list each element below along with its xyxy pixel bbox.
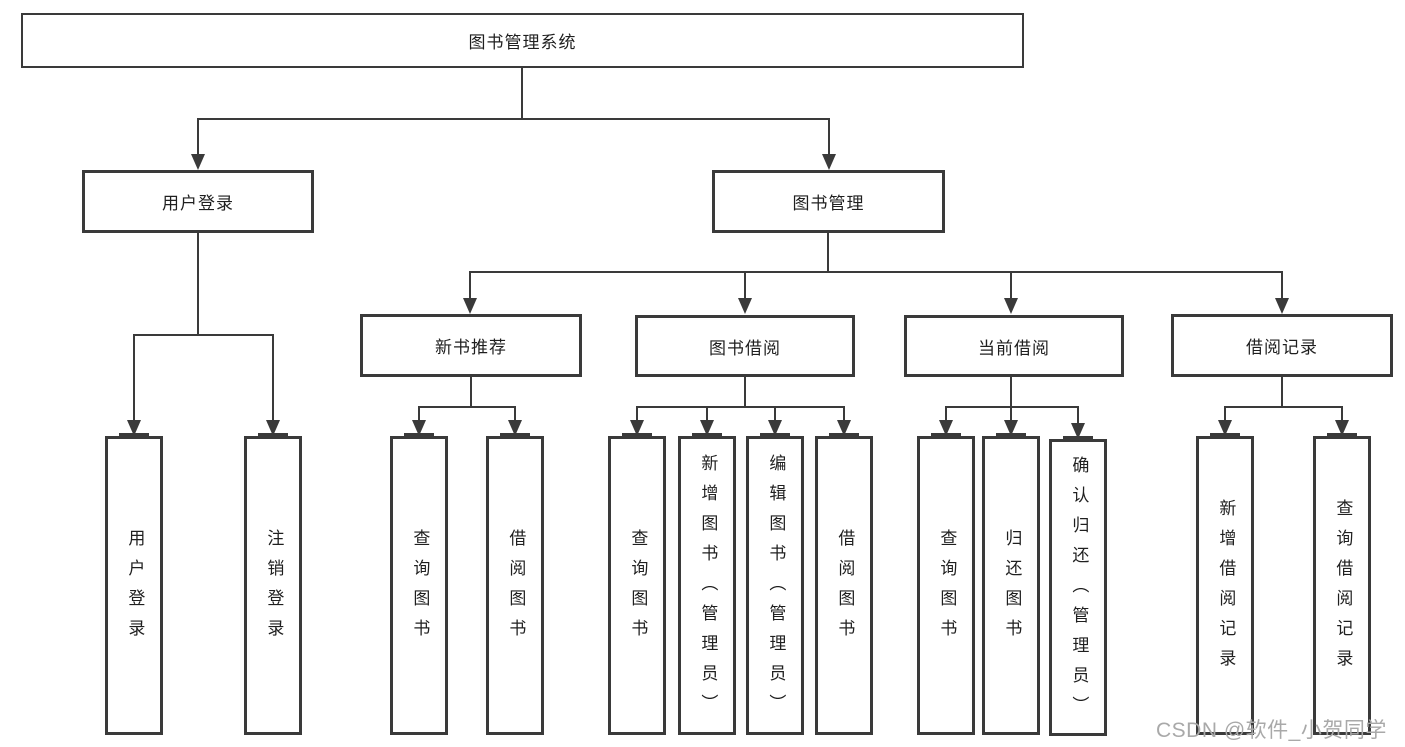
arrowhead-down-icon [1071, 423, 1085, 439]
node-user-login: 用户登录 [82, 170, 314, 233]
arrowhead-down-icon [1335, 420, 1349, 436]
connector-line [1010, 406, 1012, 420]
node-book-borrowing: 图书借阅 [635, 315, 855, 377]
connector-stub [404, 433, 434, 437]
arrowhead-down-icon [1004, 298, 1018, 314]
arrowhead-down-icon [630, 420, 644, 436]
node-book-management: 图书管理 [712, 170, 945, 233]
connector-stub [119, 433, 149, 437]
arrowhead-down-icon [508, 420, 522, 436]
connector-line [197, 118, 199, 154]
connector-line [827, 233, 829, 273]
arrowhead-down-icon [837, 420, 851, 436]
connector-stub [829, 433, 859, 437]
arrowhead-down-icon [463, 298, 477, 314]
leaf-add-borrow-record: 新增借阅记录 [1196, 436, 1254, 735]
leaf-user-login: 用户登录 [105, 436, 163, 735]
connector-line [514, 406, 516, 420]
arrowhead-down-icon [412, 420, 426, 436]
connector-stub [500, 433, 530, 437]
leaf-query-books-current: 查询图书 [917, 436, 975, 735]
arrowhead-down-icon [939, 420, 953, 436]
leaf-add-books-admin: 新增图书（管理员） [678, 436, 736, 735]
connector-line [469, 271, 471, 298]
connector-line [828, 118, 830, 154]
node-borrowing-records: 借阅记录 [1171, 314, 1393, 377]
leaf-borrow-books-borrowing: 借阅图书 [815, 436, 873, 735]
connector-stub [622, 433, 652, 437]
connector-line [521, 68, 523, 119]
connector-stub [996, 433, 1026, 437]
arrowhead-down-icon [1004, 420, 1018, 436]
arrowhead-down-icon [700, 420, 714, 436]
connector-stub [1210, 433, 1240, 437]
connector-line [133, 334, 135, 420]
connector-line [636, 406, 638, 420]
connector-line [470, 377, 472, 408]
connector-line [1281, 271, 1283, 298]
connector-line [418, 406, 516, 408]
leaf-borrow-books-recommend: 借阅图书 [486, 436, 544, 735]
connector-line [706, 406, 708, 420]
connector-line [1281, 377, 1283, 408]
arrowhead-down-icon [1218, 420, 1232, 436]
node-current-borrowing: 当前借阅 [904, 315, 1124, 377]
leaf-return-books: 归还图书 [982, 436, 1040, 735]
connector-line [843, 406, 845, 420]
connector-stub [1063, 436, 1093, 440]
connector-line [945, 406, 947, 420]
leaf-confirm-return-admin: 确认归还（管理员） [1049, 439, 1107, 736]
connector-stub [760, 433, 790, 437]
connector-line [636, 406, 845, 408]
connector-line [1224, 406, 1226, 420]
leaf-query-books-borrowing: 查询图书 [608, 436, 666, 735]
arrowhead-down-icon [822, 154, 836, 170]
arrowhead-down-icon [738, 298, 752, 314]
connector-line [469, 271, 1283, 273]
connector-line [744, 271, 746, 298]
connector-stub [258, 433, 288, 437]
connector-line [774, 406, 776, 420]
connector-stub [692, 433, 722, 437]
arrowhead-down-icon [127, 420, 141, 436]
connector-line [133, 334, 274, 336]
leaf-query-books-recommend: 查询图书 [390, 436, 448, 735]
node-new-book-recommendation: 新书推荐 [360, 314, 582, 377]
connector-line [1010, 377, 1012, 408]
node-library-system: 图书管理系统 [21, 13, 1024, 68]
arrowhead-down-icon [266, 420, 280, 436]
connector-stub [931, 433, 961, 437]
connector-line [197, 233, 199, 335]
connector-line [1010, 271, 1012, 298]
watermark: CSDN @软件_小贺同学 [1156, 719, 1387, 742]
connector-line [945, 406, 1079, 408]
arrowhead-down-icon [1275, 298, 1289, 314]
leaf-logout: 注销登录 [244, 436, 302, 735]
connector-line [1077, 406, 1079, 423]
arrowhead-down-icon [768, 420, 782, 436]
connector-line [197, 118, 830, 120]
connector-line [1341, 406, 1343, 420]
connector-line [272, 334, 274, 420]
connector-line [418, 406, 420, 420]
connector-line [744, 377, 746, 408]
leaf-edit-books-admin: 编辑图书（管理员） [746, 436, 804, 735]
connector-line [1224, 406, 1343, 408]
leaf-query-borrow-record: 查询借阅记录 [1313, 436, 1371, 735]
connector-stub [1327, 433, 1357, 437]
arrowhead-down-icon [191, 154, 205, 170]
